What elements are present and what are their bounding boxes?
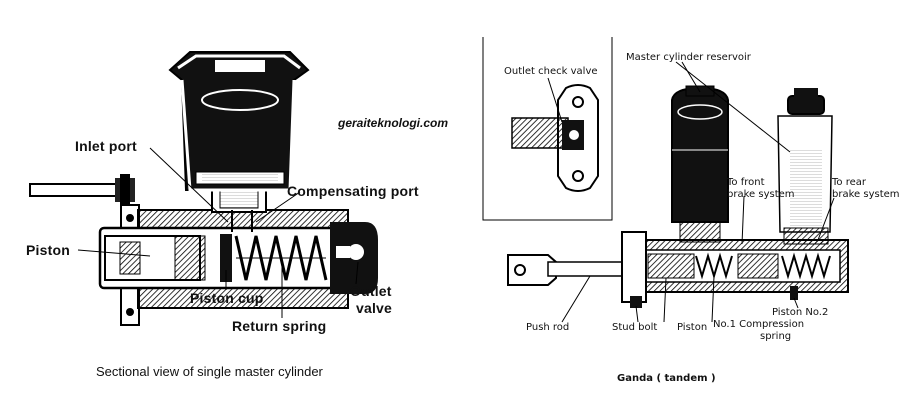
label-master-cylinder-reservoir: Master cylinder reservoir: [626, 52, 751, 63]
leader-piston: [77, 249, 151, 257]
outlet-valve-shape: [348, 244, 364, 260]
label-piston-cup: Piston cup: [190, 290, 264, 306]
tandem-master-cylinder-drawing: [482, 37, 849, 323]
label-piston-tandem: Piston: [677, 322, 708, 333]
outlet-check-valve-inset: [511, 77, 599, 192]
label-to-front-line2: brake system: [727, 189, 795, 200]
label-piston-no2: Piston No.2: [772, 307, 829, 318]
piston-cup-shape: [220, 234, 232, 282]
label-to-rear-line1: To rear: [832, 177, 866, 188]
label-piston: Piston: [26, 242, 70, 258]
reservoir-body: [168, 51, 310, 191]
caption-single-master-cylinder: Sectional view of single master cylinder: [96, 364, 323, 379]
leader-compensating-port: [255, 191, 301, 223]
leader-inlet-port: [149, 147, 229, 223]
label-no1-compression-line1: No.1 Compression: [713, 319, 805, 330]
inset-frame: [482, 37, 613, 221]
label-to-rear-line2: brake system: [832, 189, 900, 200]
label-outlet-check-valve: Outlet check valve: [504, 66, 598, 77]
no2-spring-shape: [781, 252, 831, 280]
label-push-rod: Push rod: [526, 322, 570, 333]
stud-bolt-shape: [630, 296, 642, 308]
label-to-front-line1: To front: [727, 177, 765, 188]
rear-reservoir-shape: [777, 88, 833, 245]
label-stud-bolt: Stud bolt: [612, 322, 658, 333]
leader-outlet-valve: [355, 261, 359, 285]
reservoir-cap-slot: [215, 60, 265, 72]
label-no1-compression-line2: spring: [760, 331, 792, 342]
reservoir-fluid-level: [201, 89, 279, 111]
label-inlet-port: Inlet port: [75, 138, 137, 154]
label-compensating-port: Compensating port: [287, 183, 419, 199]
single-master-cylinder-drawing: [29, 51, 378, 326]
push-rod-shape-tandem: [507, 254, 629, 286]
label-outlet-valve-line1: Outlet: [350, 283, 392, 299]
label-outlet-valve-line2: valve: [356, 300, 393, 316]
tandem-cylinder-body: [621, 231, 849, 308]
watermark-text: geraiteknologi.com: [338, 116, 449, 130]
front-reservoir-shape: [671, 85, 729, 243]
label-return-spring: Return spring: [232, 318, 327, 334]
caption-tandem: Ganda ( tandem ): [617, 373, 716, 384]
